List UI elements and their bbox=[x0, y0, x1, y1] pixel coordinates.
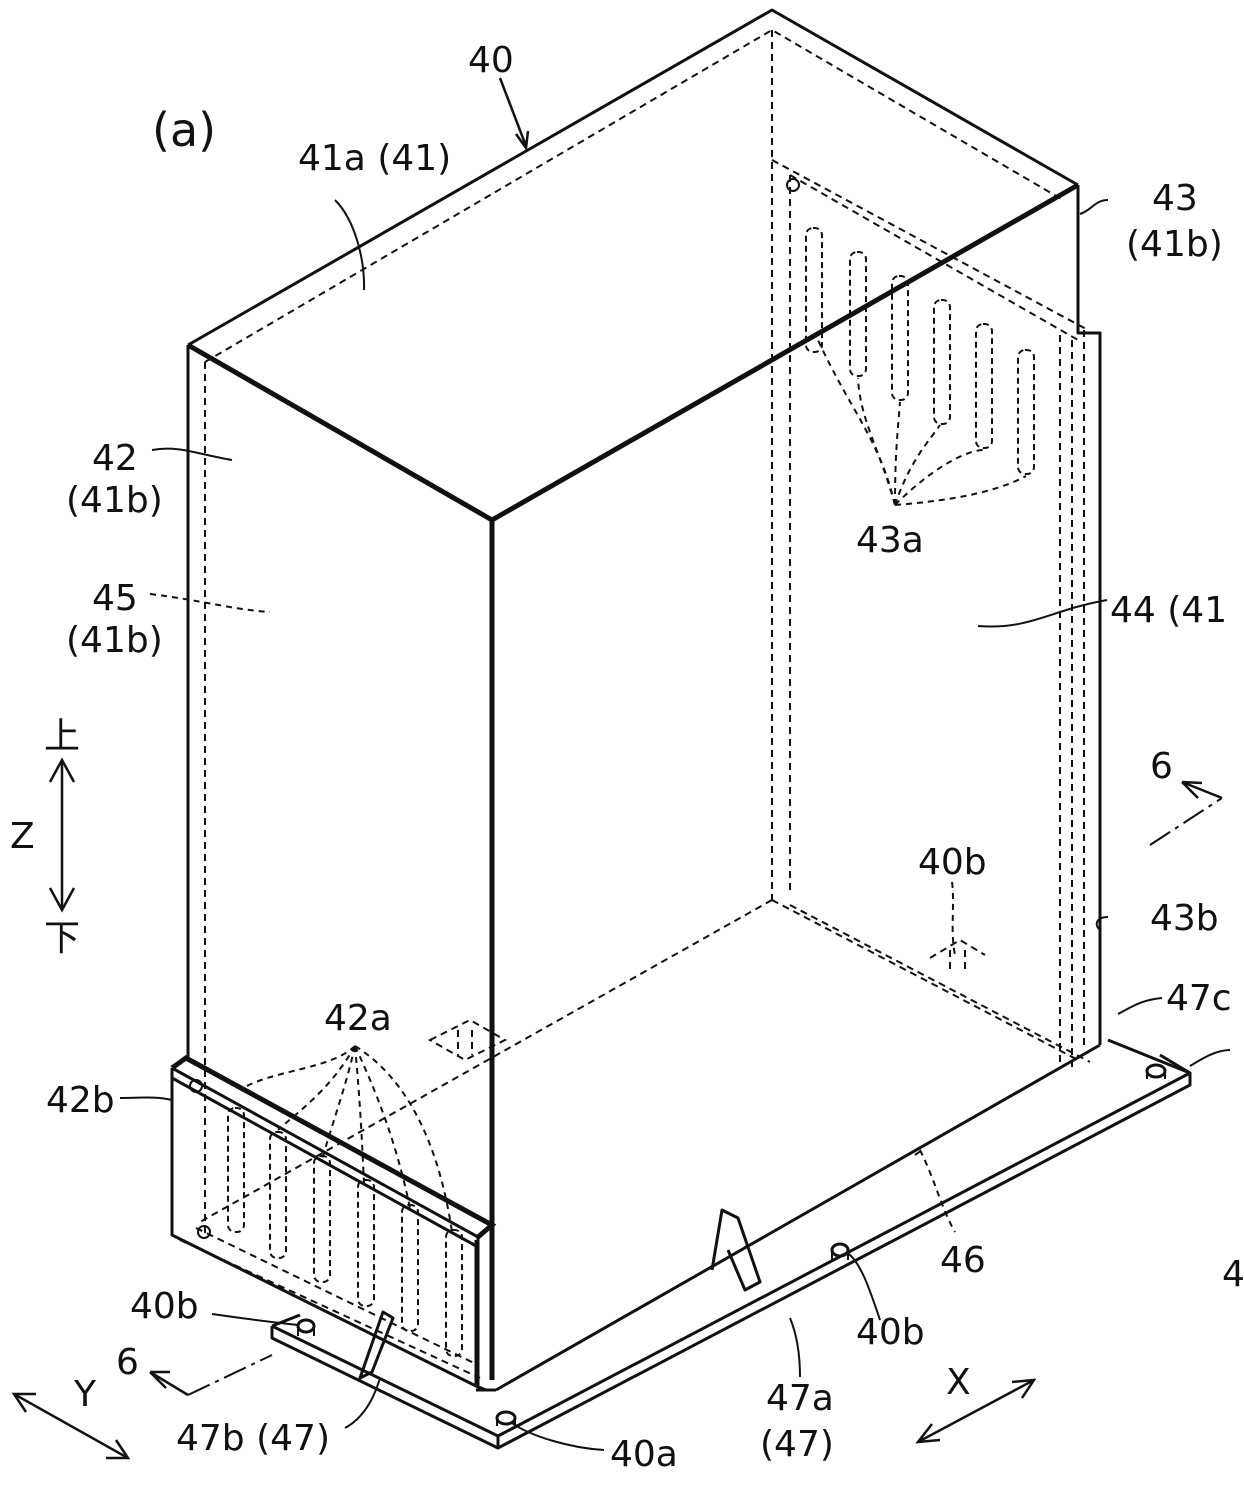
front-lower-panel bbox=[170, 1055, 762, 1392]
label-40b-mid: 40b bbox=[856, 1312, 925, 1353]
label-40b-left: 40b bbox=[130, 1286, 199, 1327]
label-40: 40 bbox=[468, 40, 514, 81]
label-40b-right: 40b bbox=[918, 842, 987, 883]
panel-label: (a) bbox=[152, 103, 216, 157]
axis-label-down: 下 bbox=[44, 918, 80, 959]
axis-label-up: 上 bbox=[44, 716, 80, 757]
axis-label-x: X bbox=[946, 1362, 971, 1403]
label-6-left: 6 bbox=[116, 1342, 139, 1383]
label-42a: 42a bbox=[324, 998, 392, 1039]
hidden-edges bbox=[179, 28, 1091, 1379]
label-47c: 47c bbox=[1166, 978, 1232, 1019]
label-43a: 43a bbox=[856, 520, 924, 561]
label-42: 42 bbox=[92, 438, 138, 479]
label-43-sub: (41b) bbox=[1126, 224, 1223, 265]
label-45-sub: (41b) bbox=[66, 620, 163, 661]
base-plate bbox=[270, 1038, 1192, 1450]
label-42b: 42b bbox=[46, 1080, 115, 1121]
axis-label-y: Y bbox=[73, 1374, 97, 1415]
z-axis-arrow bbox=[48, 757, 76, 913]
label-42-sub: (41b) bbox=[66, 480, 163, 521]
label-44: 44 (41 bbox=[1110, 590, 1227, 631]
slots-43a bbox=[786, 178, 1035, 475]
label-40a: 40a bbox=[610, 1434, 678, 1475]
label-47b: 47b (47) bbox=[176, 1418, 330, 1459]
section-lines bbox=[149, 780, 1223, 1397]
y-axis-arrow bbox=[11, 1392, 131, 1460]
label-41a: 41a (41) bbox=[298, 138, 451, 179]
labels: (a) 40 41a (41) 43 (41b) 42 (41b) 45 (41… bbox=[10, 40, 1244, 1475]
x-axis-arrow bbox=[915, 1378, 1037, 1444]
label-43: 43 bbox=[1152, 178, 1198, 219]
label-47a-sub: (47) bbox=[760, 1424, 834, 1465]
label-6-right: 6 bbox=[1150, 746, 1173, 787]
bracket-left bbox=[358, 1310, 395, 1380]
axis-label-z: Z bbox=[10, 816, 35, 857]
cabinet-body bbox=[186, 8, 1102, 1392]
label-4-cut: 4 bbox=[1222, 1254, 1244, 1295]
label-45: 45 bbox=[92, 578, 138, 619]
label-43b: 43b bbox=[1150, 898, 1219, 939]
label-46: 46 bbox=[940, 1240, 986, 1281]
label-47a: 47a bbox=[766, 1378, 834, 1419]
leader-lines bbox=[119, 77, 1231, 1451]
